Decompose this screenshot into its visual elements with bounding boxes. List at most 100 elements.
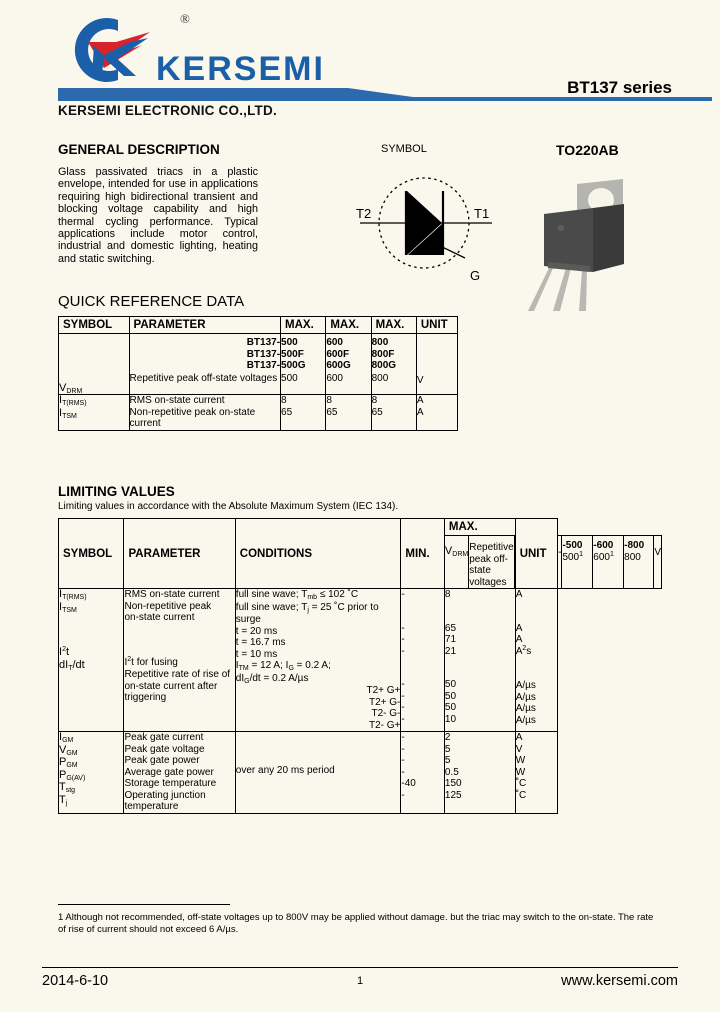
footnote-divider xyxy=(58,904,230,905)
lv-min-q3: - xyxy=(401,702,405,713)
lv-max-t10: 21 xyxy=(444,645,457,657)
unit-vdrm: V xyxy=(416,375,424,386)
lv-min-q2: - xyxy=(401,690,405,702)
lv-param-irms: RMS on-state current xyxy=(124,589,220,600)
cell-max1-vdrm: 500 500F 500G 500 xyxy=(280,333,327,395)
col-max-1: MAX. xyxy=(280,316,327,334)
lv-min-t20: - xyxy=(401,622,405,634)
lv-min-q1: - xyxy=(401,679,405,690)
table-header-row: SYMBOL PARAMETER MAX. MAX. MAX. UNIT xyxy=(58,316,459,334)
product-series-title: BT137 series xyxy=(567,78,672,97)
value-itsm-1: 65 xyxy=(281,406,293,418)
lv-max-vgm: 5 xyxy=(444,743,451,755)
symbol-heading: SYMBOL xyxy=(381,143,427,155)
lv-max-irms: 8 xyxy=(444,589,451,600)
lv-cell-max-block2: 8 65 71 21 50 50 50 10 xyxy=(443,588,516,732)
type-value-2-3: 800F xyxy=(371,348,395,360)
lv-cell-unit-block3: A V W W ˚C ˚C xyxy=(514,731,559,814)
quick-reference-heading: QUICK REFERENCE DATA xyxy=(58,293,245,310)
triac-symbol-icon: T2 T1 G xyxy=(356,177,492,283)
lv-col-symbol: SYMBOL xyxy=(57,518,125,589)
lv-cell-min-vdrm: - xyxy=(557,535,563,589)
lv-cell-conditions-block2: full sine wave; Tmb ≤ 102 ˚C full sine w… xyxy=(234,588,402,732)
lv-cond-quadrant-3: T2- G- xyxy=(371,708,401,719)
lv-unit-t10: A2s xyxy=(515,644,532,657)
lv-unit-q2: A/µs xyxy=(515,691,536,703)
company-logo: ® KERSEMI xyxy=(58,10,358,88)
lv-cell-min-block3: - - - - -40 - xyxy=(400,731,445,814)
company-name-line: KERSEMI ELECTRONIC CO.,LTD. xyxy=(58,103,277,118)
lv-maxval-1: 5001 xyxy=(562,550,584,563)
lv-max-q3: 50 xyxy=(444,702,457,713)
lv-maxhdr-3: -800 xyxy=(624,540,645,551)
kersemi-logo-icon xyxy=(74,18,150,82)
table-row: IT(RMS) ITSM RMS on-state current Non-re… xyxy=(58,394,459,431)
type-value-3-3: 800G xyxy=(371,360,397,371)
lv-col-max: MAX. xyxy=(443,518,516,536)
lv-cell-symbol-block3: IGM VGM PGM PG(AV) Tstg Tj xyxy=(57,731,125,814)
col-max-2: MAX. xyxy=(325,316,372,334)
type-value-1-1: 500 xyxy=(281,337,298,348)
table-header-row: SYMBOL PARAMETER CONDITIONS MIN. MAX. UN… xyxy=(57,518,662,589)
table-row: VDRM BT137- BT137- BT137- Repetitive pea… xyxy=(58,333,459,395)
table-row: VDRM Repetitive peak off-state voltages … xyxy=(59,535,662,589)
value-irms-1: 8 xyxy=(281,395,287,406)
lv-cell-parameter-block2: RMS on-state current Non-repetitive peak… xyxy=(123,588,236,732)
lv-max-t167: 71 xyxy=(444,634,457,645)
lv-cell-max-vdrm-1: -500 5001 xyxy=(561,535,594,589)
lv-cond-pgav: over any 20 ms period xyxy=(235,765,335,776)
lv-unit-t20: A xyxy=(515,622,523,634)
lv-cond-t10: t = 10 ms xyxy=(235,648,278,660)
quick-reference-table: SYMBOL PARAMETER MAX. MAX. MAX. UNIT VDR… xyxy=(58,316,459,431)
limiting-values-subtitle: Limiting values in accordance with the A… xyxy=(58,501,399,512)
lv-max-igm: 2 xyxy=(444,732,451,743)
unit-itsm: A xyxy=(416,406,424,418)
lv-cell-max-block3: 2 5 5 0.5 150 125 xyxy=(443,731,516,814)
cell-parameter-currents: RMS on-state current Non-repetitive peak… xyxy=(128,394,282,431)
lv-maxhdr-2: -600 xyxy=(593,540,614,551)
lv-min-igm: - xyxy=(401,732,405,743)
limiting-values-table: SYMBOL PARAMETER CONDITIONS MIN. MAX. UN… xyxy=(57,518,662,814)
lv-min-irms: - xyxy=(401,589,405,600)
value-irms-3: 8 xyxy=(371,395,378,406)
lv-max-q4: 10 xyxy=(444,713,457,725)
value-vdrm-3: 800 xyxy=(371,372,389,384)
lv-unit-igm: A xyxy=(515,732,523,743)
table-row: IGM VGM PGM PG(AV) Tstg Tj Peak gate cur… xyxy=(57,731,662,814)
lv-param-pgm: Peak gate power xyxy=(124,755,200,766)
lv-max-q1: 50 xyxy=(444,679,457,690)
value-vdrm-2: 600 xyxy=(326,372,343,384)
lv-param-igm: Peak gate current xyxy=(124,732,204,743)
lv-cond-quadrant-1: T2+ G+ xyxy=(366,685,401,696)
lv-min-pgm: - xyxy=(401,755,405,766)
param-text-itsm: Non-repetitive peak on-state current xyxy=(129,406,256,430)
cell-max3-currents: 8 65 xyxy=(370,394,417,431)
lv-min-vgm: - xyxy=(401,743,405,755)
cell-max2-vdrm: 600 600F 600G 600 xyxy=(325,333,372,395)
header-banner-bar xyxy=(58,88,712,101)
lv-cell-max-vdrm-2: -600 6001 xyxy=(592,535,625,589)
type-prefix-1: BT137- xyxy=(246,337,281,348)
lv-col-unit: UNIT xyxy=(514,518,559,589)
type-value-1-2: 600 xyxy=(326,337,343,348)
lv-cond-t167: t = 16.7 ms xyxy=(235,637,286,648)
lv-min-tstg: -40 xyxy=(401,778,416,789)
lv-unit-q4: A/µs xyxy=(515,714,536,726)
cell-max3-vdrm: 800 800F 800G 800 xyxy=(370,333,417,395)
lv-unit-t167: A xyxy=(515,634,523,645)
lv-cell-parameter-block3: Peak gate current Peak gate voltage Peak… xyxy=(123,731,236,814)
value-itsm-3: 65 xyxy=(371,406,383,418)
symbol-t2-label: T2 xyxy=(356,206,371,221)
footer-website[interactable]: www.kersemi.com xyxy=(561,973,678,989)
cell-symbol-vdrm: VDRM xyxy=(58,333,130,395)
limiting-values-heading: LIMITING VALUES xyxy=(58,484,175,499)
lv-param-tstg: Storage temperature xyxy=(124,778,217,789)
lv-unit-q1: A/µs xyxy=(515,680,536,691)
lv-unit-irms: A xyxy=(515,589,523,600)
lv-min-q4: - xyxy=(401,713,405,725)
value-itsm-2: 65 xyxy=(326,406,338,418)
lv-max-tj: 125 xyxy=(444,789,462,801)
type-prefix-3: BT137- xyxy=(246,360,281,371)
lv-param-pgav: Average gate power xyxy=(124,766,214,778)
